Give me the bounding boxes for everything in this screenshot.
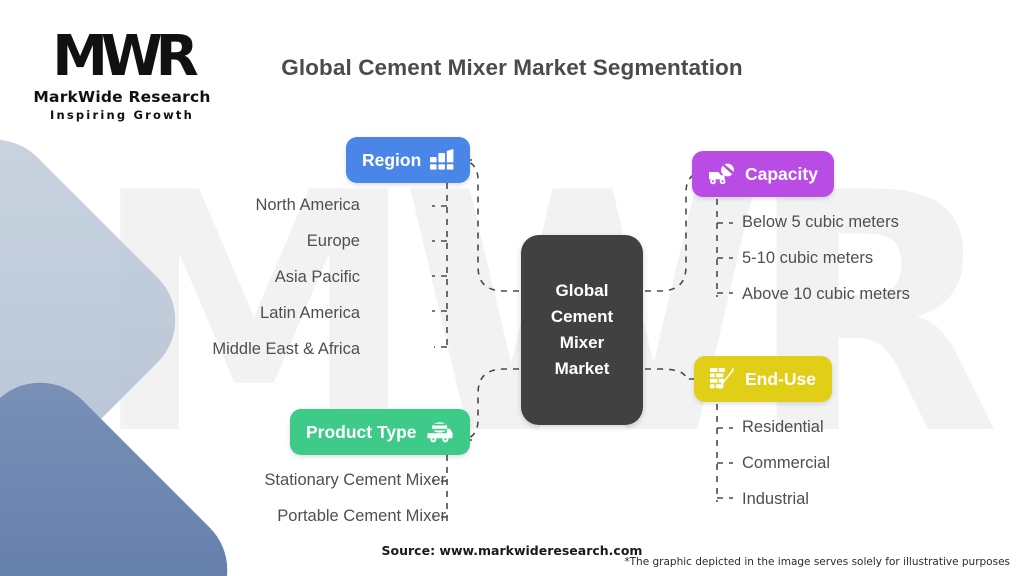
list-item[interactable]: Stationary Cement Mixer [264, 471, 446, 489]
segment-items-capacity: Below 5 cubic meters 5-10 cubic meters A… [742, 213, 910, 321]
list-item[interactable]: 5-10 cubic meters [742, 249, 874, 267]
cement-mixer-truck-icon [708, 163, 736, 185]
segment-items-end-use: Residential Commercial Industrial [742, 418, 830, 526]
center-node-line-2: Cement [550, 307, 614, 326]
list-item[interactable]: Commercial [742, 454, 831, 472]
segment-label-capacity: Capacity [745, 163, 818, 184]
list-item[interactable]: Europe [306, 232, 360, 250]
logo-monogram: MWR [52, 24, 199, 89]
segment-label-end-use: End-Use [745, 368, 816, 389]
list-item[interactable]: Above 10 cubic meters [742, 285, 910, 303]
segment-badge-region[interactable]: Region [346, 137, 471, 183]
brick-wall-trowel-icon [710, 367, 736, 391]
wire-center-to-region [459, 159, 519, 292]
source-credit: Source: www.markwideresearch.com [381, 543, 643, 558]
list-item[interactable]: Asia Pacific [274, 268, 360, 286]
segment-badge-end-use[interactable]: End-Use [694, 356, 832, 402]
list-item[interactable]: Industrial [742, 490, 809, 508]
segment-items-region: North America Europe Asia Pacific Latin … [212, 196, 360, 376]
segment-badge-capacity[interactable]: Capacity [692, 151, 834, 197]
list-item[interactable]: Residential [742, 418, 824, 436]
segment-items-product-type: Stationary Cement Mixer Portable Cement … [264, 471, 446, 543]
list-item[interactable]: North America [255, 196, 360, 214]
list-item[interactable]: Latin America [260, 304, 360, 322]
center-node-global-cement-mixer-market: Global Cement Mixer Market [521, 235, 643, 425]
logo-company-name: MarkWide Research [33, 88, 211, 106]
mixer-truck-icon [426, 421, 454, 443]
page-title: Global Cement Mixer Market Segmentation [281, 55, 743, 80]
wire-center-to-product [459, 368, 519, 441]
list-item[interactable]: Below 5 cubic meters [742, 213, 899, 231]
segment-label-product-type: Product Type [306, 421, 417, 442]
wire-center-to-enduse [645, 368, 694, 380]
logo-tagline: Inspiring Growth [49, 108, 195, 122]
center-node-line-3: Mixer [559, 333, 605, 352]
disclaimer-note: *The graphic depicted in the image serve… [624, 556, 1010, 568]
center-node-line-1: Global [555, 281, 609, 300]
buildings-grid-icon [430, 149, 454, 171]
list-item[interactable]: Middle East & Africa [212, 340, 360, 358]
center-node-line-4: Market [554, 359, 610, 378]
wire-center-to-capacity [645, 171, 705, 292]
segment-badge-product-type[interactable]: Product Type [290, 409, 470, 455]
segment-label-region: Region [362, 149, 422, 170]
brand-logo: MWR MarkWide Research Inspiring Growth [22, 24, 222, 123]
list-item[interactable]: Portable Cement Mixer [277, 507, 446, 525]
